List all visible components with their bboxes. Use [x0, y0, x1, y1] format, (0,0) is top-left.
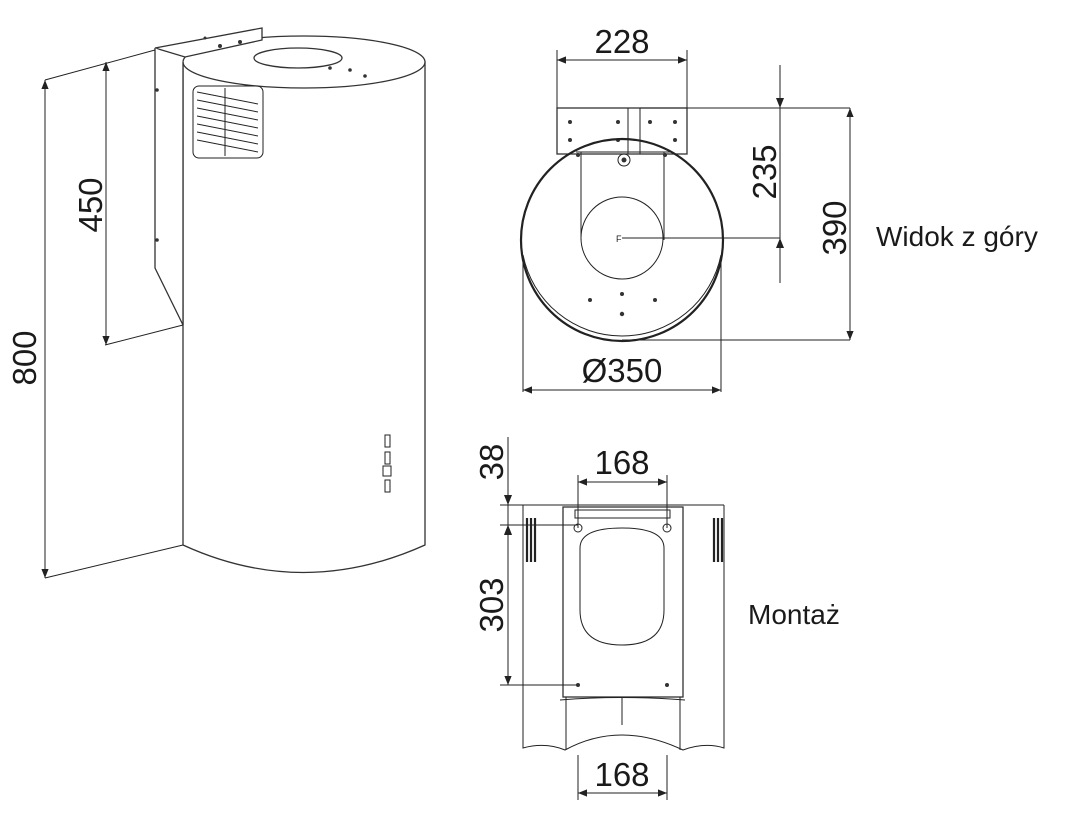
dim-bottom-spacing: 168: [594, 756, 649, 793]
dim-total-height: 800: [6, 330, 43, 385]
mounting-view-label: Montaż: [748, 599, 840, 630]
wall-bracket: [154, 48, 184, 326]
side-view: 800 450: [6, 27, 426, 579]
hood-outer-circle: [519, 137, 725, 343]
dim-center-offset: 235: [746, 144, 783, 199]
control-buttons: [382, 434, 392, 493]
keyhole-slots: [573, 518, 672, 533]
mount-silhouette: [522, 505, 725, 751]
mounting-view: 168 168 38 303 Montaż: [473, 437, 840, 800]
top-bracket-plate: [556, 107, 688, 155]
mount-duct-opening: [579, 527, 665, 646]
dim-hole-distance: 303: [473, 577, 510, 632]
center-mark: F: [616, 234, 622, 244]
dim-bracket-width: 228: [594, 23, 649, 60]
hood-cylinder: [182, 61, 426, 574]
vent-grille: [192, 85, 264, 159]
dim-top-spacing: 168: [594, 444, 649, 481]
dim-bracket-height: 450: [72, 177, 109, 232]
mounting-plate: [562, 506, 684, 698]
dim-diameter: Ø350: [582, 352, 663, 389]
top-view: F 228 235 390 Ø350 Widok z góry: [519, 23, 1038, 394]
top-bracket: [154, 27, 263, 58]
top-view-label: Widok z góry: [876, 221, 1038, 252]
dim-top-offset: 38: [473, 444, 510, 481]
dim-depth: 390: [816, 200, 853, 255]
